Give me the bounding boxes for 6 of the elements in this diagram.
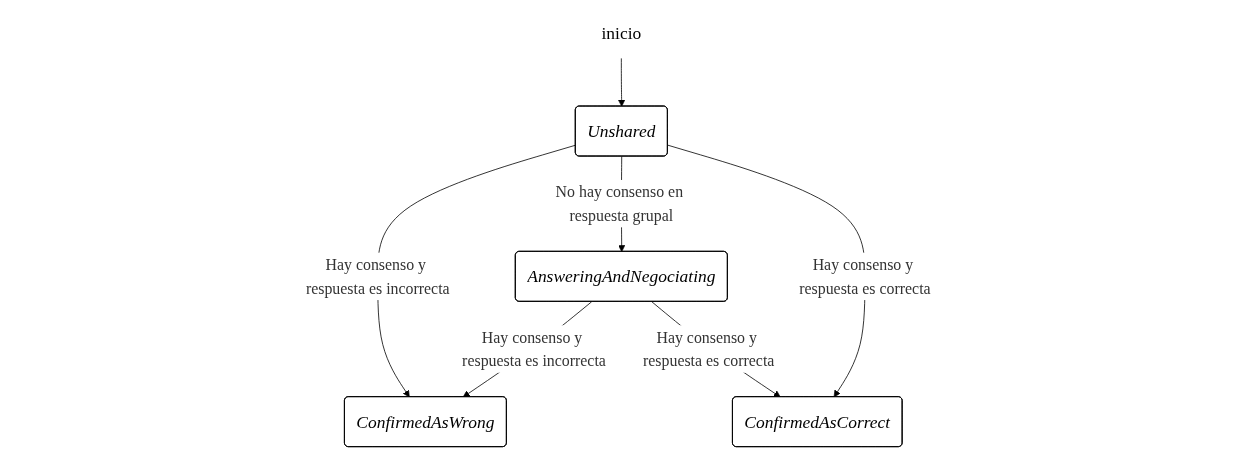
edge-label: No hay consenso en respuesta grupal <box>555 183 684 225</box>
edge-label: Hay consenso y respuesta es correcta <box>799 255 931 297</box>
edge-label: Hay consenso y respuesta es incorrecta <box>306 255 450 297</box>
edge-label: Hay consenso y respuesta es correcta <box>643 328 775 370</box>
edge-label: Hay consenso y respuesta es incorrecta <box>462 328 607 370</box>
node-text: inicio <box>601 23 642 44</box>
